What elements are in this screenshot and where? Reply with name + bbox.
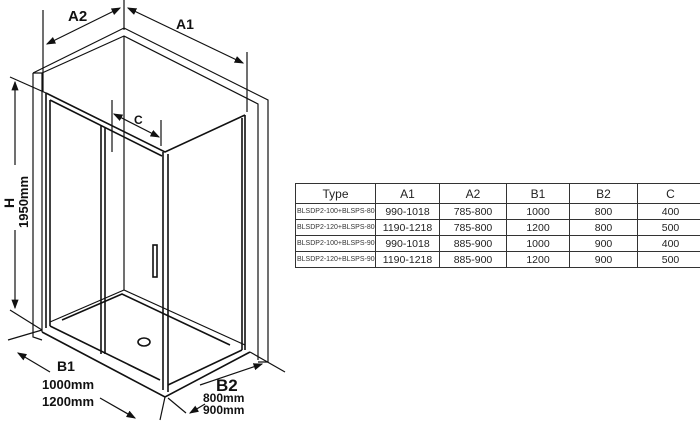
- cell-a2: 785-800: [439, 219, 507, 236]
- table-row: BLSDP2-120+BLSPS-80 1190-1218 785-800 12…: [295, 219, 700, 236]
- shower-enclosure-drawing: A2 A1 C H 1950mm B1 1000mm 1200mm B2 800…: [1, 0, 286, 421]
- cell-b2: 900: [569, 235, 638, 252]
- cell-a1: 990-1018: [375, 203, 440, 220]
- b1-size-1000: 1000mm: [42, 377, 94, 392]
- cell-b2: 900: [569, 251, 638, 268]
- cell-c: 400: [637, 203, 700, 220]
- cell-c: 400: [637, 235, 700, 252]
- header-a1: A1: [375, 183, 440, 204]
- cell-a2: 785-800: [439, 203, 507, 220]
- header-b2: B2: [569, 183, 638, 204]
- enclosure-frame: [41, 92, 251, 398]
- b2-size-900: 900mm: [203, 403, 244, 417]
- dimensions-table: Type A1 A2 B1 B2 C BLSDP2-100+BLSPS-80 9…: [295, 183, 700, 268]
- cell-type: BLSDP2-100+BLSPS-90: [295, 235, 376, 252]
- cell-type: BLSDP2-100+BLSPS-80: [295, 203, 376, 220]
- b1-label: B1: [57, 358, 75, 374]
- walls: [32, 27, 269, 363]
- table-row: BLSDP2-100+BLSPS-90 990-1018 885-900 100…: [295, 235, 700, 252]
- a1-label: A1: [176, 16, 194, 32]
- table-row: BLSDP2-120+BLSPS-90 1190-1218 885-900 12…: [295, 251, 700, 268]
- h-label: H: [1, 198, 17, 208]
- cell-type: BLSDP2-120+BLSPS-80: [295, 219, 376, 236]
- b2-size-800: 800mm: [203, 391, 244, 405]
- header-b1: B1: [506, 183, 570, 204]
- table-header-row: Type A1 A2 B1 B2 C: [295, 183, 700, 204]
- header-type: Type: [295, 183, 376, 204]
- cell-a1: 990-1018: [375, 235, 440, 252]
- dimension-lines: [7, 0, 286, 421]
- cell-c: 500: [637, 219, 700, 236]
- c-label: C: [134, 113, 143, 127]
- cell-b2: 800: [569, 203, 638, 220]
- header-c: C: [637, 183, 700, 204]
- cell-c: 500: [637, 251, 700, 268]
- cell-b1: 1200: [506, 219, 570, 236]
- height-label: 1950mm: [16, 176, 31, 228]
- a2-label: A2: [68, 8, 87, 25]
- b1-size-1200: 1200mm: [42, 394, 94, 409]
- cell-b1: 1000: [506, 235, 570, 252]
- b2-label: B2: [216, 376, 238, 395]
- cell-a1: 1190-1218: [375, 251, 440, 268]
- cell-a2: 885-900: [439, 251, 507, 268]
- cell-type: BLSDP2-120+BLSPS-90: [295, 251, 376, 268]
- cell-a1: 1190-1218: [375, 219, 440, 236]
- cell-b2: 800: [569, 219, 638, 236]
- header-a2: A2: [439, 183, 507, 204]
- table-row: BLSDP2-100+BLSPS-80 990-1018 785-800 100…: [295, 203, 700, 220]
- cell-b1: 1000: [506, 203, 570, 220]
- cell-a2: 885-900: [439, 235, 507, 252]
- cell-b1: 1200: [506, 251, 570, 268]
